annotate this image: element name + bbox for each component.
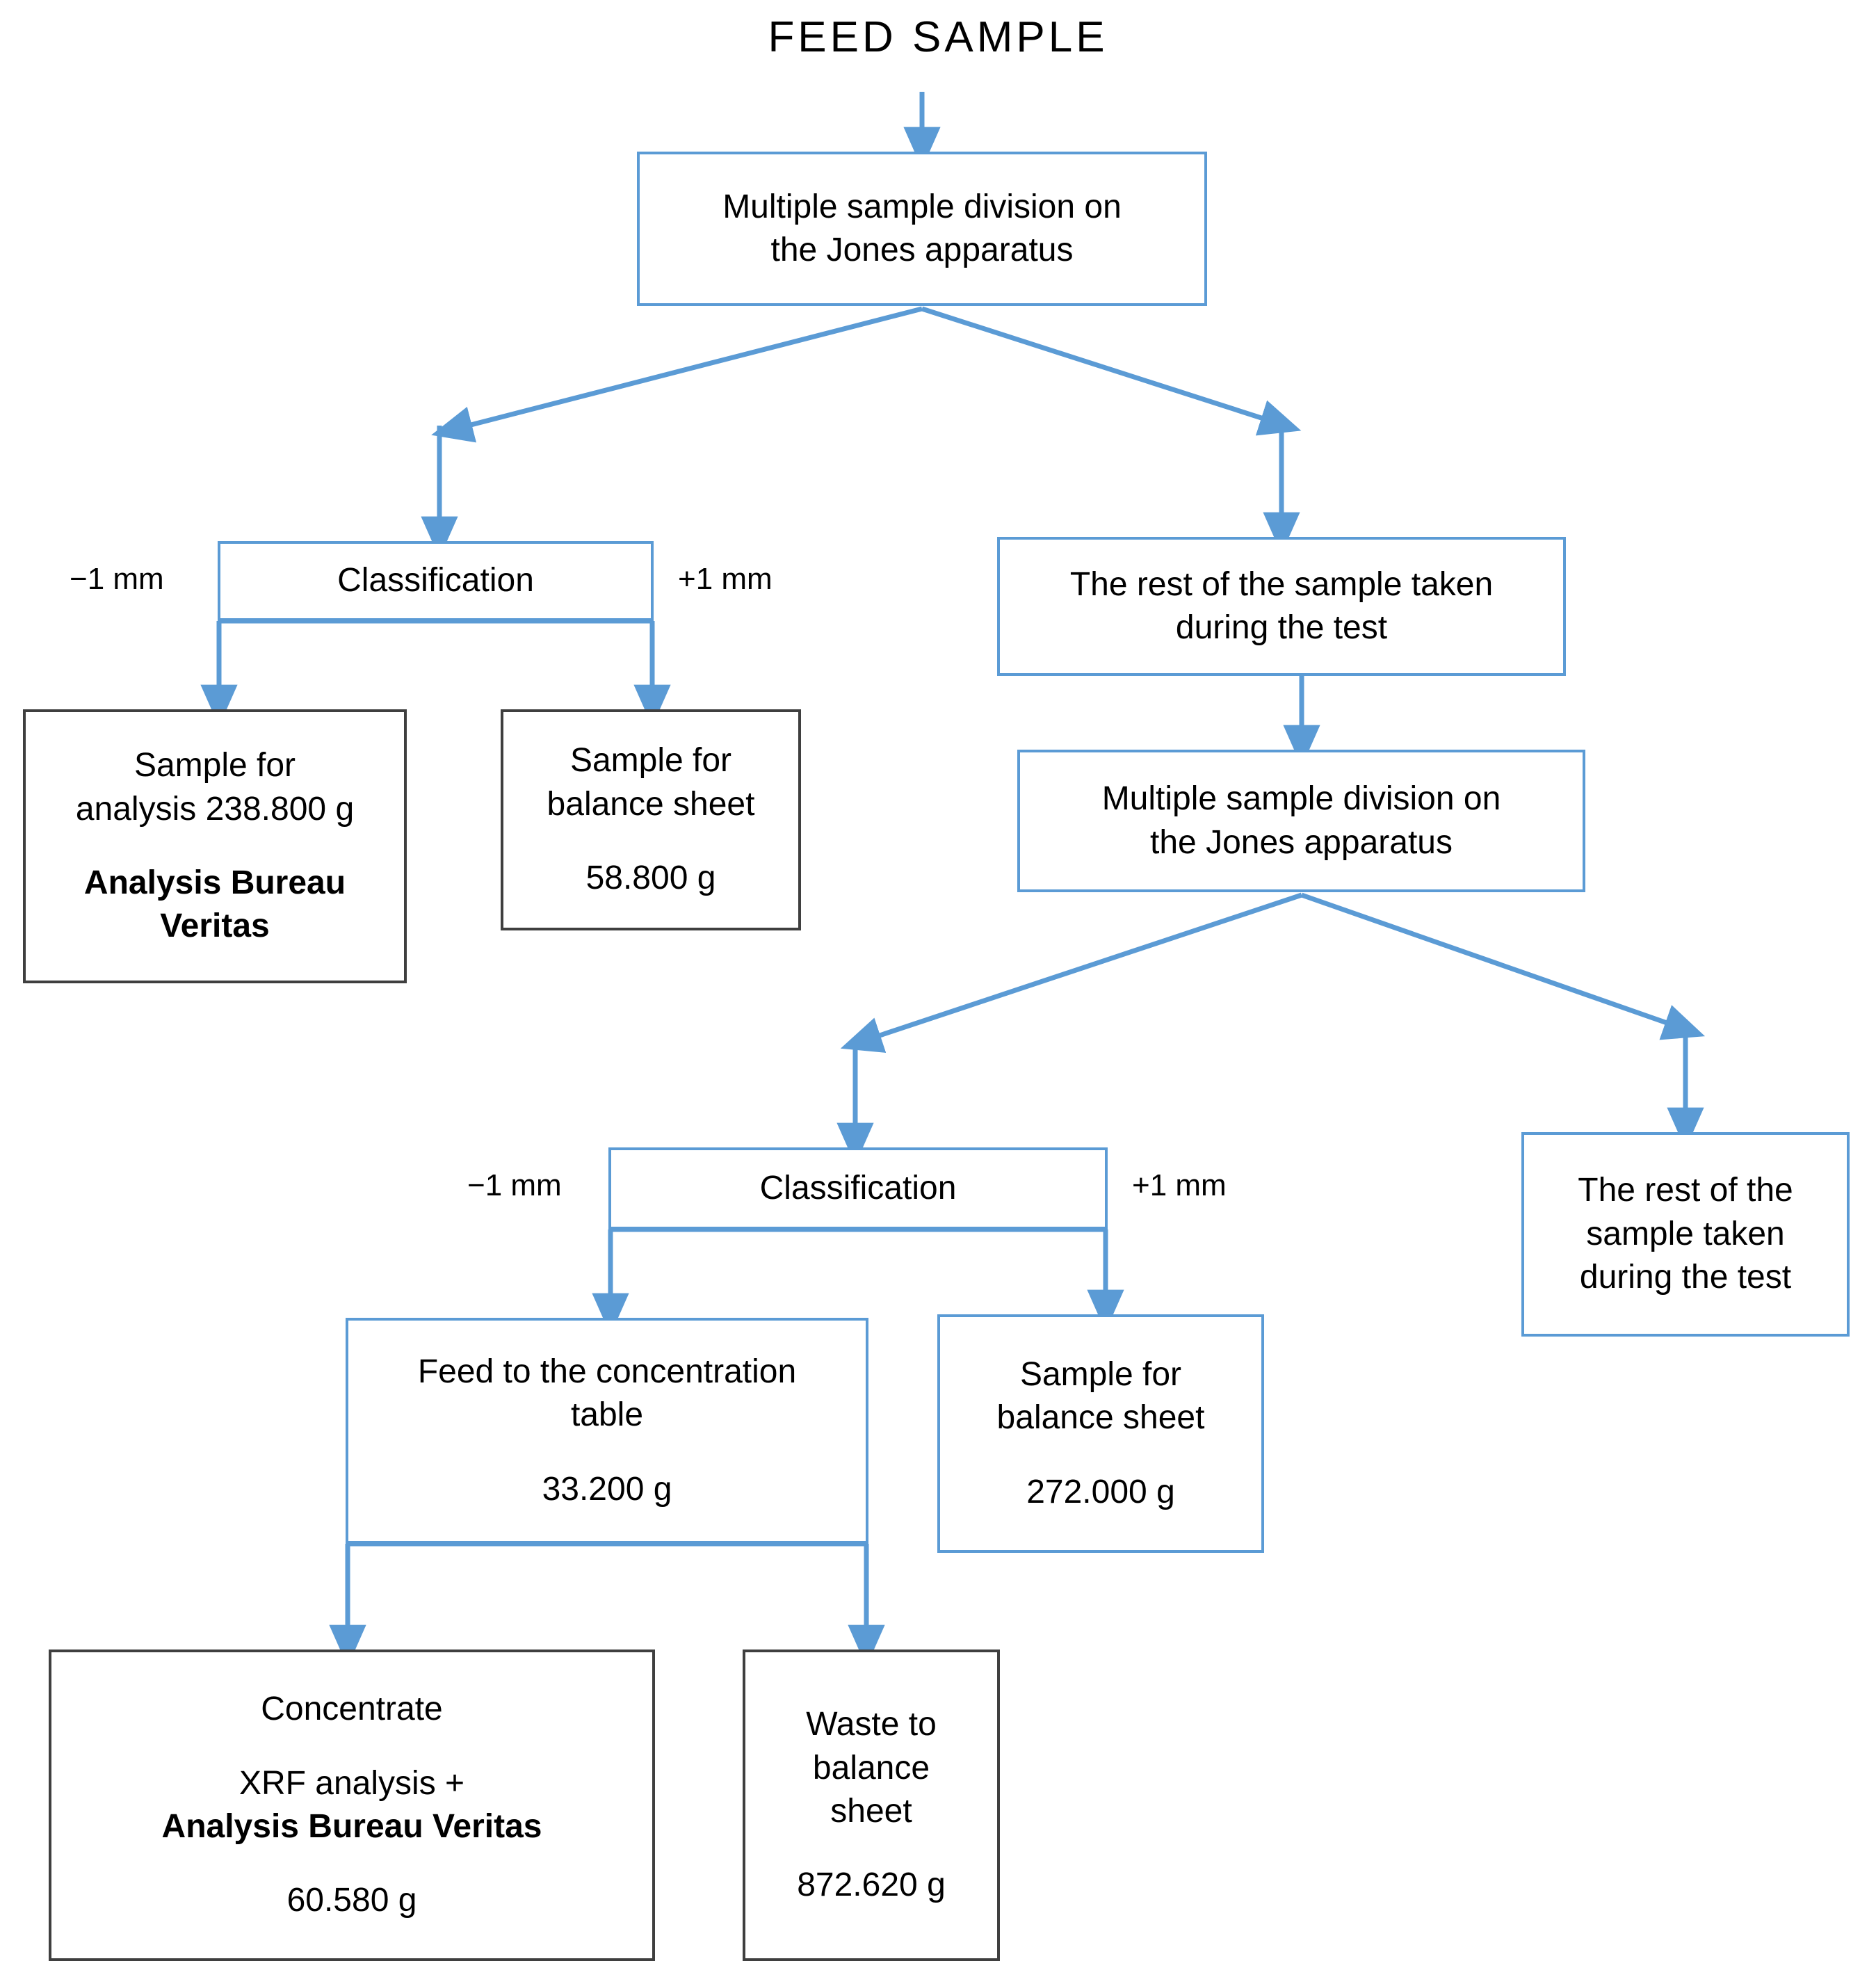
- node-line: Classification: [337, 562, 534, 599]
- node-rest-of-sample-2[interactable]: The rest of the sample taken during the …: [1521, 1132, 1850, 1337]
- node-line: Sample for: [569, 742, 732, 780]
- node-line: during the test: [1579, 1259, 1792, 1296]
- node-line: analysis 238.800 g: [75, 790, 355, 828]
- node-rest-of-sample-1[interactable]: The rest of the sample taken during the …: [997, 537, 1566, 676]
- node-line: balance sheet: [996, 1399, 1205, 1437]
- node-line: the Jones apparatus: [770, 232, 1074, 268]
- node-line: Concentrate: [261, 1691, 443, 1728]
- node-line: balance: [812, 1749, 930, 1786]
- node-mass: 58.800 g: [585, 860, 716, 897]
- node-line: Feed to the concentration: [417, 1353, 797, 1390]
- page-title: FEED SAMPLE: [768, 13, 1108, 61]
- edge-label-plus-1mm-bottom: +1 mm: [1132, 1168, 1227, 1202]
- node-line: sample taken: [1586, 1215, 1785, 1252]
- edge-jones2-left-diagonal: [840, 892, 1303, 1053]
- node-mass: 872.620 g: [797, 1866, 946, 1904]
- node-sample-for-balance-sheet-2[interactable]: Sample for balance sheet 272.000 g: [937, 1314, 1264, 1553]
- node-mass: 272.000 g: [1026, 1473, 1175, 1510]
- node-sample-for-balance-sheet-1[interactable]: Sample for balance sheet 58.800 g: [501, 709, 801, 930]
- node-line: The rest of the: [1578, 1172, 1793, 1209]
- node-line: Classification: [759, 1169, 957, 1207]
- node-line: the Jones apparatus: [1150, 823, 1453, 861]
- node-sample-for-analysis[interactable]: Sample for analysis 238.800 g Analysis B…: [23, 709, 407, 983]
- node-classification-2[interactable]: Classification: [608, 1147, 1108, 1229]
- node-line: Waste to: [806, 1706, 937, 1743]
- edge-jones1-right-diagonal: [921, 306, 1302, 436]
- edge-jones2-right-diagonal: [1300, 892, 1706, 1040]
- node-line: sheet: [830, 1793, 912, 1830]
- node-line: during the test: [1175, 609, 1388, 646]
- node-mass: 60.580 g: [286, 1882, 417, 1919]
- node-line-bold: Analysis Bureau Veritas: [161, 1808, 542, 1845]
- node-line: Multiple sample division on: [722, 188, 1122, 225]
- node-line: Sample for: [1019, 1355, 1182, 1393]
- edge-jones1-left-diagonal: [431, 306, 923, 443]
- node-concentrate[interactable]: Concentrate XRF analysis + Analysis Bure…: [49, 1650, 655, 1961]
- node-line: Sample for: [134, 747, 296, 784]
- node-jones-apparatus-2[interactable]: Multiple sample division on the Jones ap…: [1017, 750, 1585, 892]
- node-line: Multiple sample division on: [1101, 780, 1501, 818]
- node-mass: 33.200 g: [542, 1470, 672, 1508]
- node-waste-to-balance-sheet[interactable]: Waste to balance sheet 872.620 g: [743, 1650, 1000, 1961]
- edge-label-plus-1mm-top: +1 mm: [678, 562, 773, 596]
- node-classification-1[interactable]: Classification: [218, 541, 654, 621]
- edge-label-minus-1mm-bottom: −1 mm: [467, 1168, 562, 1202]
- node-jones-apparatus-1[interactable]: Multiple sample division on the Jones ap…: [637, 152, 1207, 306]
- node-feed-to-concentration-table[interactable]: Feed to the concentration table 33.200 g: [346, 1318, 868, 1544]
- node-line-bold: Veritas: [160, 908, 270, 945]
- edge-label-minus-1mm-top: −1 mm: [70, 562, 164, 596]
- node-line: table: [570, 1396, 644, 1434]
- node-line-bold: Analysis Bureau: [83, 864, 346, 901]
- node-line: balance sheet: [547, 785, 755, 823]
- node-line: The rest of the sample taken: [1069, 565, 1494, 603]
- node-subtitle: XRF analysis +: [238, 1764, 465, 1802]
